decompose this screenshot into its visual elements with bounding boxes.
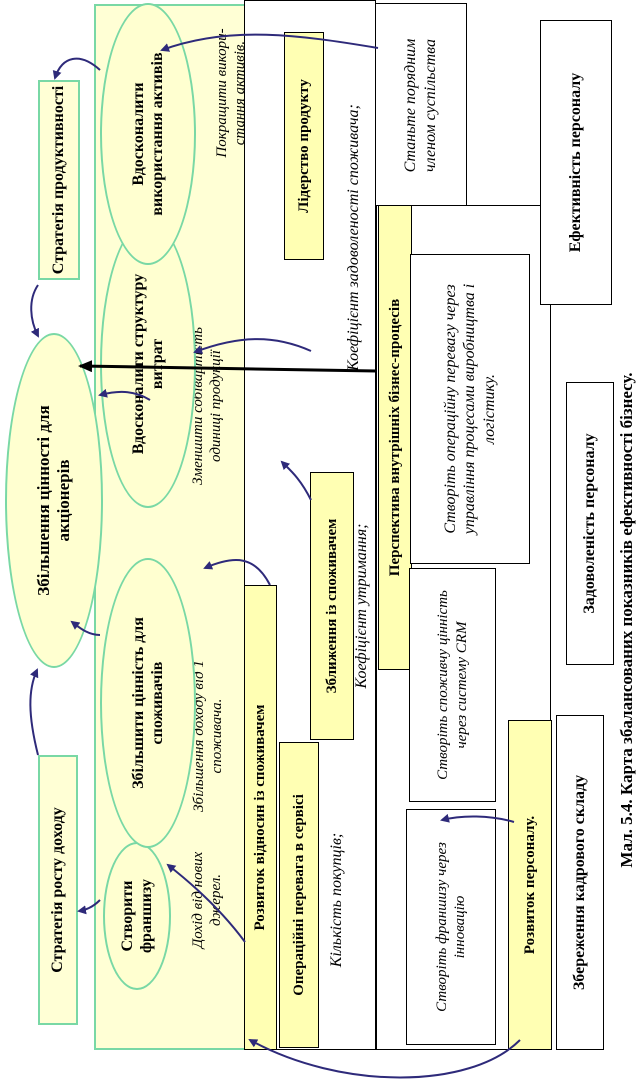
arrow-franchise-to-revenue [77,899,101,915]
arrow-citizen-to-assets [160,33,379,52]
arrow-costs-to-shareholder [98,388,151,401]
arrow-revenue-to-shareholder [29,668,39,756]
arrow-intimacy-to-costs-2 [280,460,312,501]
arrow-operational-to-productivity [78,360,377,373]
arrow-intimacy-to-costs [193,338,312,354]
arrow-customer-to-value [203,559,271,586]
arrow-value-to-shareholder [70,620,101,636]
arrow-service-to-franchise [166,863,246,943]
arrow-productivity-to-shareholder [30,284,39,338]
arrow-personnel-to-customer [248,1039,521,1079]
arrow-assets-to-productivity [52,57,101,80]
arrow-innovation-to-franchise [440,813,515,823]
